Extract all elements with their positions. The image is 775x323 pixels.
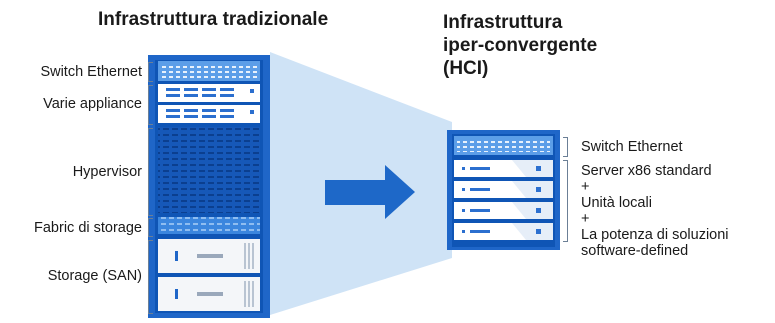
label-switch-ethernet: Switch Ethernet xyxy=(40,64,142,80)
bracket-hci-servers xyxy=(563,160,568,242)
right-title-line-1: Infrastruttura xyxy=(443,12,563,33)
bracket-storage xyxy=(148,240,153,314)
rack-fabric-unit xyxy=(158,217,260,234)
right-title: Infrastruttura iper-convergente (HCI) xyxy=(443,11,597,80)
rack-appliance-unit xyxy=(158,84,260,102)
left-title: Infrastruttura tradizionale xyxy=(98,9,329,30)
traditional-rack xyxy=(148,55,270,318)
label-storage-san: Storage (SAN) xyxy=(47,268,142,284)
label-varie-appliance: Varie appliance xyxy=(43,96,142,112)
bracket-appliance xyxy=(148,85,153,125)
transition-arrow xyxy=(325,165,415,219)
label-server-x86: Server x86 standard xyxy=(581,163,712,179)
label-plus-2: + xyxy=(581,211,590,227)
right-title-line-2: iper-convergente xyxy=(443,35,598,56)
right-title-line-3: (HCI) xyxy=(443,58,489,79)
bracket-hci-switch xyxy=(563,137,568,157)
bracket-fabric xyxy=(148,218,153,237)
label-potenza-1: La potenza di soluzioni xyxy=(581,227,729,243)
label-hypervisor: Hypervisor xyxy=(72,164,142,180)
label-plus-1: + xyxy=(581,179,590,195)
label-unita-locali: Unità locali xyxy=(581,195,652,211)
hci-rack xyxy=(447,130,560,250)
bracket-switch xyxy=(148,62,153,82)
label-hci-server: Server x86 standard + Unità locali + La … xyxy=(581,163,729,259)
bracket-hypervisor xyxy=(148,128,153,216)
label-hci-switch-ethernet: Switch Ethernet xyxy=(581,139,683,155)
label-fabric-di-storage: Fabric di storage xyxy=(34,220,142,236)
rack-hypervisor-unit xyxy=(158,127,260,213)
hci-server-units xyxy=(454,160,553,240)
label-potenza-2: software-defined xyxy=(581,243,689,259)
